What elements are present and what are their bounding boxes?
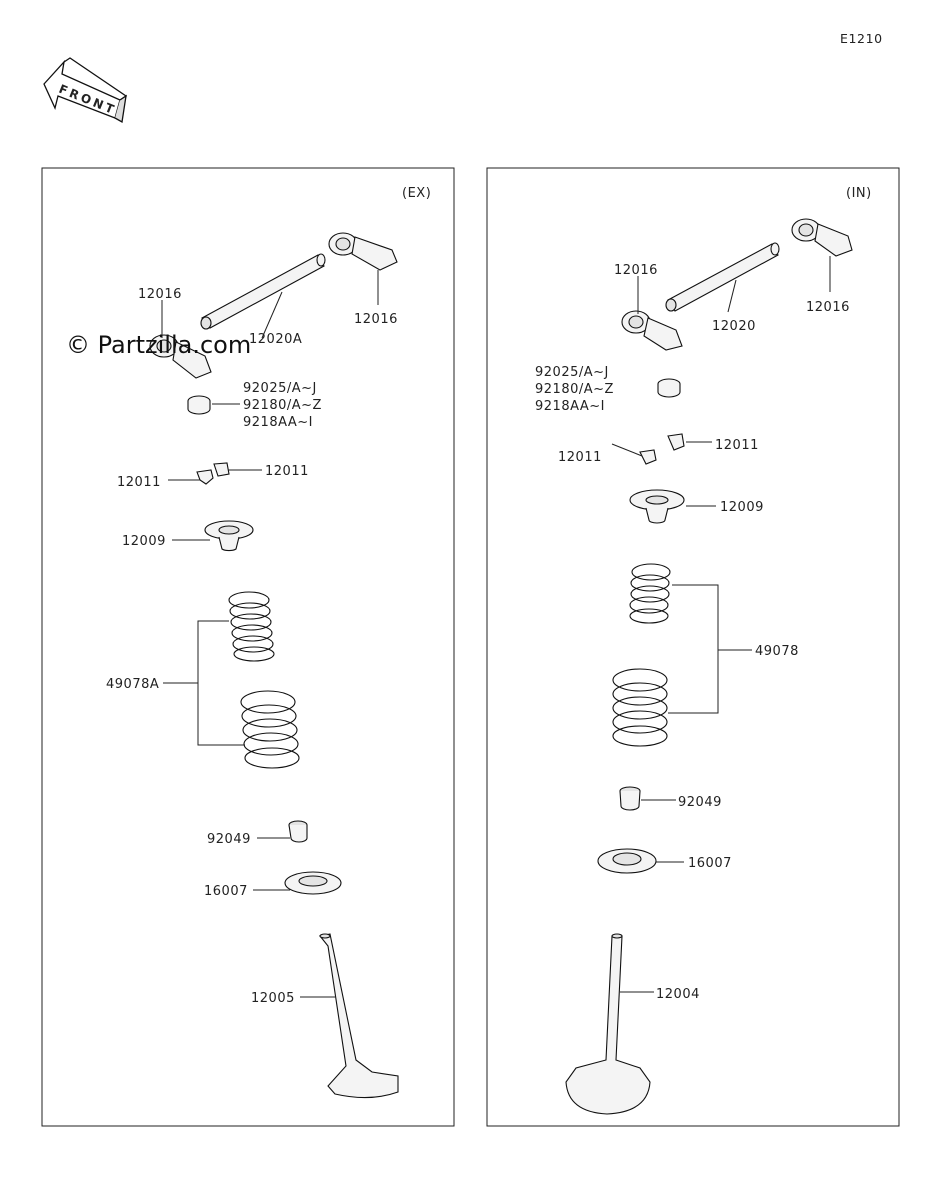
ex-spring-seat xyxy=(284,871,342,895)
ex-label-rocker-left: 12016 xyxy=(138,287,182,302)
in-cotters xyxy=(639,433,685,465)
in-label-rocker-right: 12016 xyxy=(806,300,850,315)
ex-label-shaft: 12020A xyxy=(249,332,302,347)
in-valve-spring-inner xyxy=(629,563,671,624)
ex-valve xyxy=(319,933,399,1099)
in-rocker-arm-right xyxy=(791,218,853,257)
in-retainer xyxy=(629,489,685,524)
in-leaders xyxy=(611,256,831,993)
ex-label-seat: 16007 xyxy=(204,884,248,899)
ex-retainer xyxy=(204,520,254,552)
ex-leaders xyxy=(161,270,379,998)
in-rocker-shaft xyxy=(665,242,780,312)
ex-label-retainer: 12009 xyxy=(122,534,166,549)
in-spring-seat xyxy=(597,848,657,874)
ex-label-seal: 92049 xyxy=(207,832,251,847)
in-label-retainer: 12009 xyxy=(720,500,764,515)
ex-valve-spring-inner xyxy=(228,591,275,662)
in-label-spring: 49078 xyxy=(755,644,799,659)
watermark: © Partzilla.com xyxy=(66,331,251,359)
in-label-shim-2: 92180/A~Z xyxy=(535,382,614,397)
in-tag: (IN) xyxy=(846,186,872,201)
ex-label-cotter-right: 12011 xyxy=(265,464,309,479)
ex-stem-seal xyxy=(288,820,308,843)
in-label-valve: 12004 xyxy=(656,987,700,1002)
ex-label-shim-1: 92025/A~J xyxy=(243,381,317,396)
ex-shim xyxy=(187,395,211,415)
in-label-shaft: 12020 xyxy=(712,319,756,334)
ex-rocker-arm-left xyxy=(149,334,212,379)
in-stem-seal xyxy=(619,786,641,811)
in-label-seal: 92049 xyxy=(678,795,722,810)
ex-label-valve: 12005 xyxy=(251,991,295,1006)
in-panel-frame xyxy=(486,167,900,1127)
ex-label-cotter-left: 12011 xyxy=(117,475,161,490)
in-rocker-arm-left xyxy=(621,310,683,351)
ex-cotters xyxy=(196,462,230,485)
in-panel: (IN) xyxy=(486,167,900,1127)
in-label-cotter-right: 12011 xyxy=(715,438,759,453)
ex-panel: (EX) xyxy=(41,167,455,1127)
front-arrow-icon: FRONT xyxy=(43,57,128,124)
diagram-code: E1210 xyxy=(840,31,883,46)
ex-label-rocker-right: 12016 xyxy=(354,312,398,327)
in-valve xyxy=(565,933,651,1115)
in-valve-spring-outer xyxy=(612,668,668,747)
ex-label-spring: 49078A xyxy=(106,677,159,692)
ex-panel-frame xyxy=(41,167,455,1127)
ex-label-shim-3: 9218AA~I xyxy=(243,415,313,430)
in-label-shim-3: 9218AA~I xyxy=(535,399,605,414)
in-label-rocker-left: 12016 xyxy=(614,263,658,278)
ex-rocker-arm-right xyxy=(328,232,398,271)
ex-valve-spring-outer xyxy=(240,690,300,769)
in-label-seat: 16007 xyxy=(688,856,732,871)
in-label-cotter-left: 12011 xyxy=(558,450,602,465)
ex-tag: (EX) xyxy=(402,186,431,201)
in-shim xyxy=(657,378,681,398)
ex-label-shim-2: 92180/A~Z xyxy=(243,398,322,413)
in-label-shim-1: 92025/A~J xyxy=(535,365,609,380)
ex-rocker-shaft xyxy=(200,253,326,330)
